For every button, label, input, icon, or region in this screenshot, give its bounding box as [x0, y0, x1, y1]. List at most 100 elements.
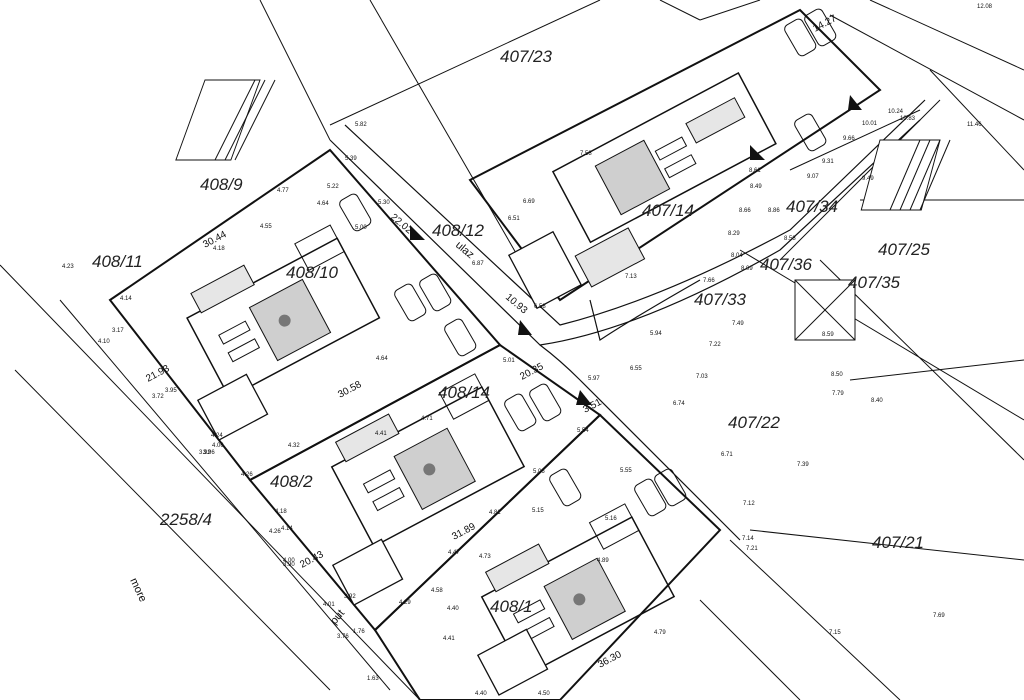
elevation-label: 10.83 [900, 116, 916, 122]
elevation-label: 3.95 [165, 388, 177, 394]
elevation-label: 4.81 [489, 510, 501, 516]
elevation-label: 1.63 [367, 676, 379, 682]
parcel-label: 2258/4 [159, 510, 212, 529]
elevation-label: 7.66 [703, 278, 715, 284]
elevation-label: 5.55 [620, 468, 632, 474]
elevation-label: 9.66 [843, 136, 855, 142]
elevation-label: 4.71 [421, 416, 433, 422]
parcel-label: 407/14 [642, 201, 694, 220]
elevation-label: 8.58 [784, 236, 796, 242]
elevation-label: 1.76 [353, 629, 365, 635]
access-road [329, 99, 926, 541]
street-label: more [127, 576, 148, 604]
elevation-label: 3.90 [283, 562, 295, 568]
elevation-label: 3.92 [199, 450, 211, 456]
elevation-label: 4.73 [479, 554, 491, 560]
elevation-label: 4.24 [211, 433, 223, 439]
elevation-label: 5.94 [650, 331, 662, 337]
parcel-label: 407/23 [500, 47, 553, 66]
dimension-label: 30.58 [336, 379, 364, 401]
house-407-14 [551, 72, 777, 288]
elevation-label: 6.58 [534, 304, 546, 310]
house-408-2 [330, 373, 526, 548]
house-408-10 [186, 224, 381, 399]
parcel-labels: 407/23408/9408/11408/12407/14408/10407/3… [92, 47, 931, 616]
elevation-label: 4.58 [431, 588, 443, 594]
elevation-label: 12.08 [977, 4, 993, 10]
elevation-label: 4.29 [399, 600, 411, 606]
parked-cars [339, 8, 837, 517]
elevation-label: 6.69 [523, 199, 535, 205]
elevation-label: 4.10 [98, 339, 110, 345]
house-408-1 [480, 503, 676, 678]
elevation-label: 4.40 [447, 606, 459, 612]
elevation-label: 8.61 [749, 168, 761, 174]
elevation-label: 4.23 [62, 264, 74, 270]
elevation-label: 4.40 [475, 691, 487, 697]
elevation-label: 5.22 [327, 184, 339, 190]
elevation-label: 4.32 [288, 443, 300, 449]
elevation-label: 4.06 [212, 443, 224, 449]
elevation-label: 5.82 [355, 122, 367, 128]
elevation-label: 4.55 [260, 224, 272, 230]
parcel-label: 407/36 [760, 255, 813, 274]
elevation-label: 9.49 [862, 176, 874, 182]
street-label: ulaz [453, 239, 476, 261]
elevation-label: 4.14 [120, 296, 132, 302]
elevation-label: 3.72 [152, 394, 164, 400]
elevation-label: 5.97 [588, 376, 600, 382]
elevation-label: 5.16 [605, 516, 617, 522]
elevation-label: 7.58 [580, 151, 592, 157]
elevation-label: 7.13 [625, 274, 637, 280]
elevation-label: 10.24 [888, 109, 904, 115]
elevation-label: 4.18 [213, 246, 225, 252]
elevation-label: 7.49 [732, 321, 744, 327]
elevation-label: 3.76 [337, 634, 349, 640]
elevation-label: 7.03 [696, 374, 708, 380]
elevation-label: 5.00 [355, 225, 367, 231]
parcel-label: 407/22 [728, 413, 781, 432]
parcel-label: 407/34 [786, 197, 838, 216]
elevation-label: 4.41 [443, 636, 455, 642]
elevation-label: 4.47 [448, 550, 460, 556]
elevation-label: 7.14 [742, 536, 754, 542]
elevation-label: 8.86 [768, 208, 780, 214]
elevation-label: 4.50 [538, 691, 550, 697]
elevation-label: 4.79 [654, 630, 666, 636]
elevation-label: 3.96 [203, 450, 215, 456]
elevation-label: 9.31 [822, 159, 834, 165]
elevation-label: 11.46 [967, 122, 982, 128]
dimension-label: 20.35 [518, 361, 546, 383]
elevation-label: 4.01 [323, 602, 335, 608]
elevation-label: 4.64 [317, 201, 329, 207]
elevation-label: 4.89 [597, 558, 609, 564]
elevation-label: 7.22 [709, 342, 721, 348]
elevation-label: 5.06 [533, 469, 545, 475]
parcel-label: 408/1 [490, 597, 533, 616]
elevation-label: 4.77 [277, 188, 289, 194]
elevation-label: 7.79 [832, 391, 844, 397]
elevation-labels: 5.825.395.224.774.644.554.184.234.144.10… [62, 4, 993, 697]
elevation-label: 8.40 [871, 398, 883, 404]
elevation-label: 9.07 [807, 174, 819, 180]
elevation-label: 6.55 [630, 366, 642, 372]
dimension-label: 31.89 [450, 521, 478, 543]
parcel-label: 408/2 [270, 472, 313, 491]
parcel-label: 408/11 [92, 252, 143, 271]
marker-triangles [410, 95, 862, 405]
pools [196, 230, 583, 696]
elevation-label: 5.30 [378, 200, 390, 206]
street-label: put [328, 607, 347, 626]
elevation-label: 7.21 [746, 546, 758, 552]
elevation-label: 5.15 [532, 508, 544, 514]
elevation-label: 7.15 [829, 630, 841, 636]
dimension-label: 21.93 [144, 363, 172, 385]
parcel-label: 407/21 [872, 533, 924, 552]
elevation-label: 8.59 [822, 332, 834, 338]
neighbor-buildings [175, 79, 951, 341]
parcel-label: 407/35 [848, 273, 901, 292]
elevation-label: 7.12 [743, 501, 755, 507]
parcel-label: 408/9 [200, 175, 243, 194]
